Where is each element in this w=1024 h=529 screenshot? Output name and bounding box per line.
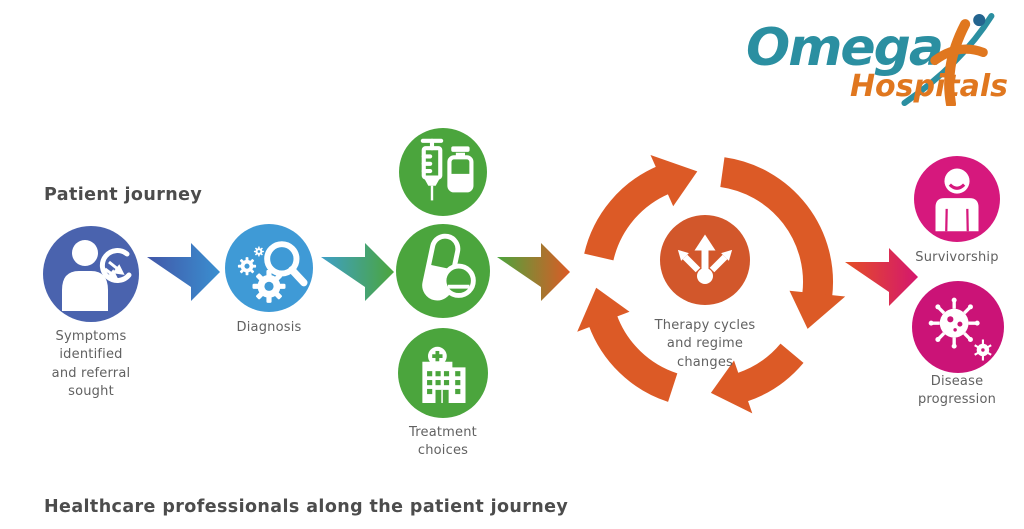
- flow-arrow-4: [845, 248, 918, 306]
- hospital-icon: [422, 346, 466, 403]
- flow-arrow-3: [497, 243, 570, 301]
- virus-icon: [928, 297, 992, 361]
- pills-icon: [422, 233, 476, 301]
- magnifier-gears-icon: [237, 241, 308, 303]
- therapy-label: Therapy cycles and regime changes: [654, 318, 756, 370]
- cycle-arrows-icon: [577, 155, 846, 414]
- treatment-pills-circle: [396, 224, 490, 318]
- logo-sub-text: Hospitals: [849, 69, 1008, 104]
- treatment-syringe-circle: [399, 128, 487, 216]
- patient-journey-heading: Patient journey: [44, 185, 203, 205]
- symptoms-stage-circle: [43, 226, 139, 322]
- diagnosis-label: Diagnosis: [236, 320, 302, 335]
- survivorship-label: Survivorship: [915, 250, 999, 265]
- symptoms-label: Symptoms identified and referral sought: [51, 329, 131, 400]
- branching-arrows-icon: [660, 215, 750, 305]
- disease-label: Disease progression: [917, 374, 997, 408]
- logo-brand-text: Omega: [746, 18, 944, 78]
- treatment-label: Treatment choices: [409, 425, 477, 459]
- disease-stage-circle: [912, 281, 1004, 373]
- survivorship-stage-circle: [914, 156, 1000, 242]
- flow-arrow-1: [147, 243, 220, 301]
- diagnosis-stage-circle: [225, 224, 313, 312]
- omega-hospitals-logo: Omega Hospitals: [740, 10, 1018, 112]
- person-referral-icon: [62, 240, 132, 311]
- logo-figure-icon: [901, 13, 995, 106]
- treatment-hospital-circle: [398, 328, 488, 418]
- person-survivor-icon: [935, 168, 979, 232]
- flow-arrow-2: [321, 243, 394, 301]
- syringe-vial-icon: [420, 138, 474, 201]
- healthcare-professionals-heading: Healthcare professionals along the patie…: [44, 497, 569, 517]
